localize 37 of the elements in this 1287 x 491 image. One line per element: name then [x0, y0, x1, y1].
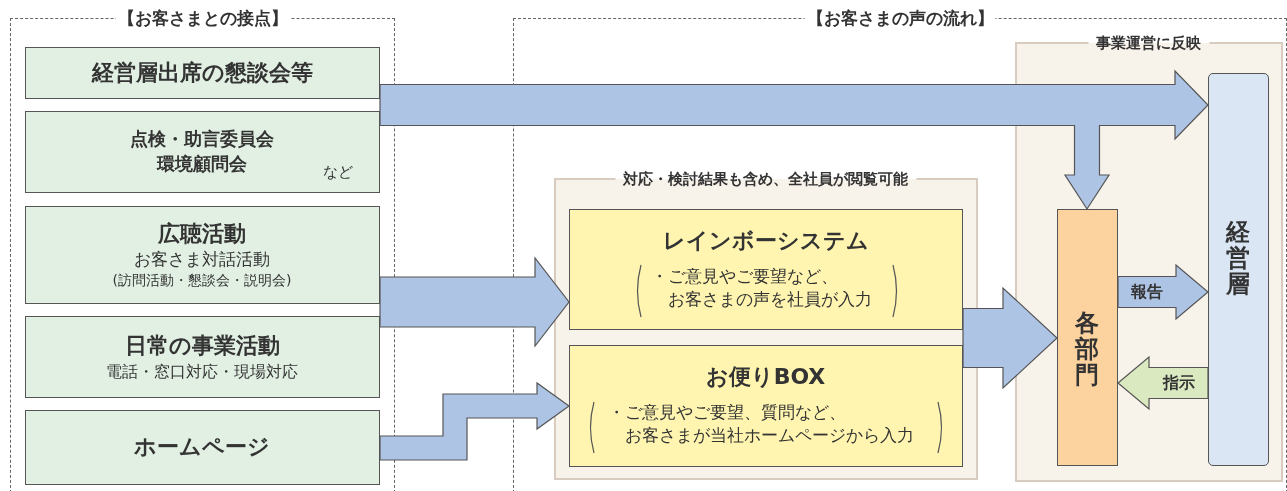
node-text: など [322, 162, 353, 183]
process-box [24, 409, 380, 485]
node-text: (訪問活動・懇談会・説明会) [112, 271, 292, 291]
system-box [568, 208, 963, 330]
group-title: 【お客さまとの接点】 [115, 7, 290, 29]
system-box [568, 344, 963, 467]
node-text: 環境顧問会 [157, 151, 247, 176]
block-arrow [379, 256, 570, 348]
block-arrow [1117, 355, 1209, 411]
node-text: ・ご意見やご要望など、お客さまの声を社員が入力 [650, 265, 873, 312]
block-arrow [379, 69, 1209, 211]
management-bar [1207, 72, 1269, 466]
node-title: 広聴活動 [158, 219, 246, 248]
vertical-label: 各部門 [1075, 309, 1099, 392]
block-arrow [962, 286, 1058, 390]
node-title: お便りBOX [705, 362, 826, 391]
node-title: 経営層出席の懇談会等 [91, 58, 313, 87]
process-box [24, 110, 380, 193]
node-title: 点検・助言委員会 [130, 127, 274, 152]
process-box [24, 315, 380, 398]
node-title: 日常の事業活動 [124, 331, 280, 360]
node-text: ・ご意見やご要望、質問など、お客さまが当社ホームページから入力 [608, 401, 916, 448]
node-title: レインボーシステム [662, 226, 869, 255]
edge-label: 報告 [1131, 281, 1163, 303]
block-arrow [379, 381, 571, 461]
panel-title: 対応・検討結果も含め、全社員が閲覧可能 [615, 168, 916, 189]
node-text: お客さま対話活動 [134, 248, 270, 272]
node-text: 電話・窓口対応・現場対応 [106, 360, 298, 383]
panel-title: 事業運営に反映 [1088, 32, 1209, 53]
process-box [24, 46, 380, 99]
group-title: 【お客さまの声の流れ】 [804, 7, 996, 29]
edge-label: 指示 [1162, 372, 1195, 394]
block-arrow [1117, 263, 1209, 321]
node-title: ホームページ [134, 433, 270, 462]
department-bar [1056, 208, 1118, 466]
vertical-label: 経営層 [1226, 218, 1250, 301]
process-box [24, 205, 380, 304]
